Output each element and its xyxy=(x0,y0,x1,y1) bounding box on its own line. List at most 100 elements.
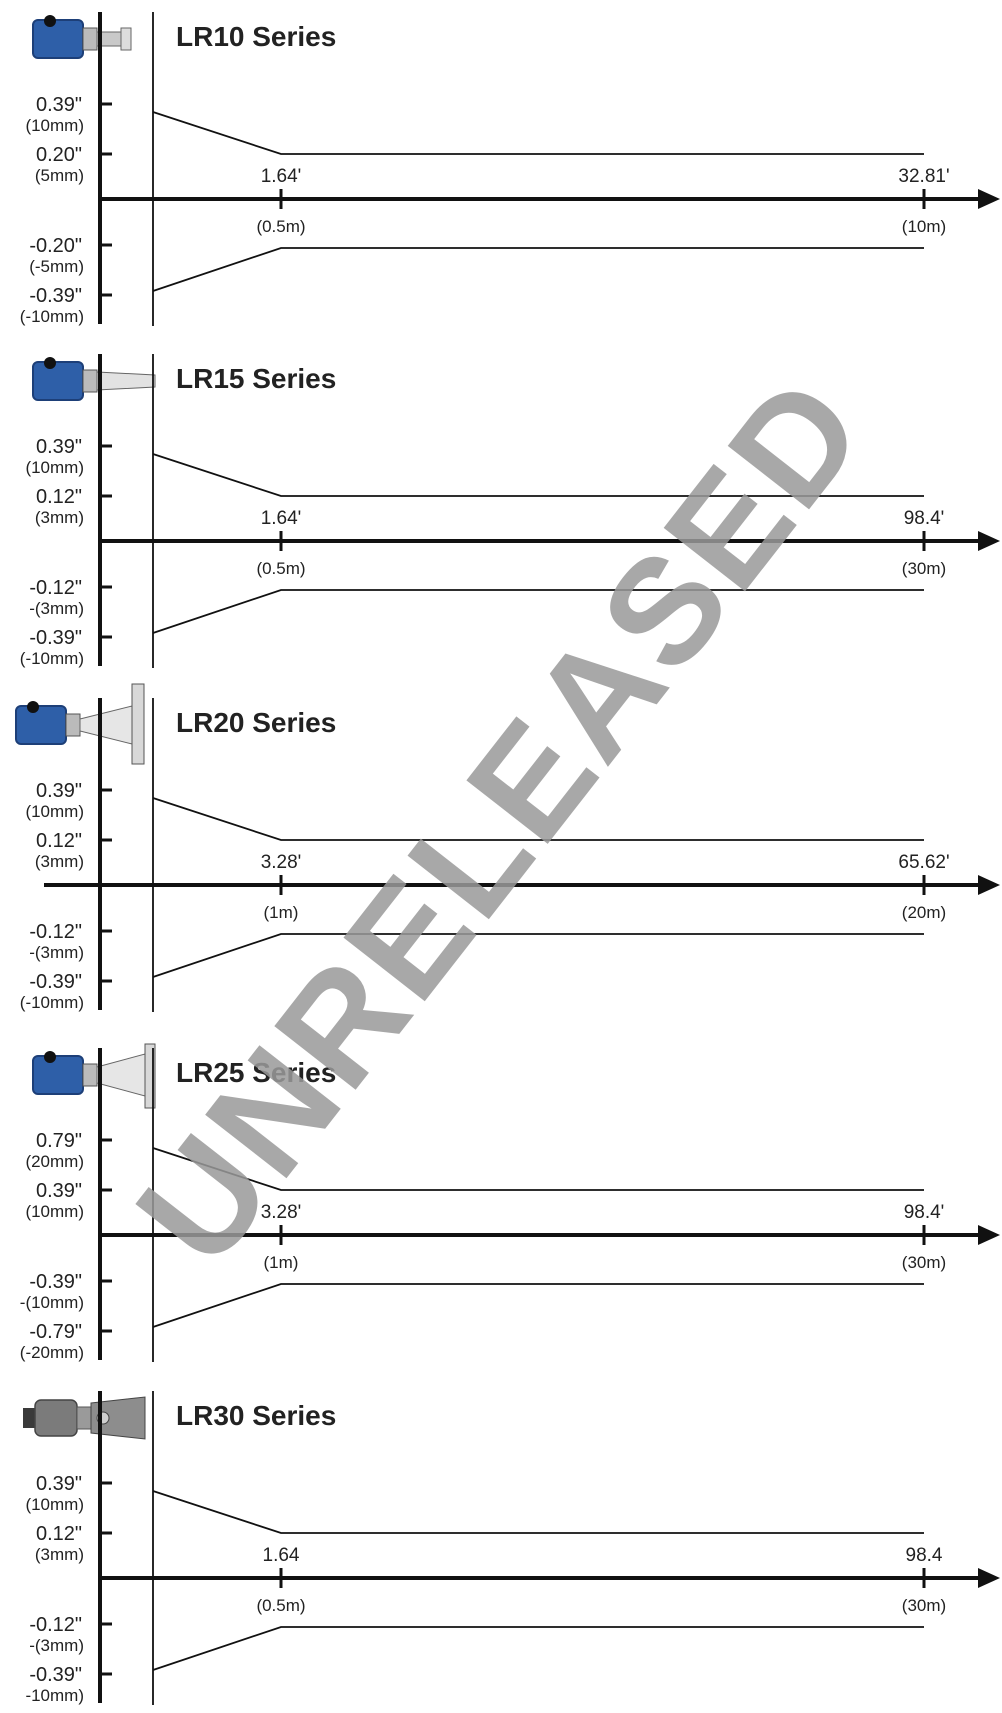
panel-3: LR20 Series0.39"(10mm)0.12"(3mm)-0.12"-(… xyxy=(15,683,1000,1012)
x-tick-meters: (0.5m) xyxy=(256,217,305,236)
accuracy-upper-line xyxy=(152,111,924,155)
y-label-value: -0.39" xyxy=(29,627,82,649)
y-label-mm: (-10mm) xyxy=(20,649,84,668)
y-label-value: 0.39" xyxy=(36,1473,82,1495)
accuracy-lower-line xyxy=(152,1283,924,1328)
sensor-flange xyxy=(131,683,145,765)
panel-2: LR15 Series0.39"(10mm)0.12"(3mm)-0.12"-(… xyxy=(20,354,1000,668)
sensor-body xyxy=(32,19,84,59)
y-label-mm: (10mm) xyxy=(25,802,84,821)
x-tick-meters: (30m) xyxy=(902,1596,946,1615)
y-label-mm: (-10mm) xyxy=(20,307,84,326)
accuracy-lower-line xyxy=(152,933,924,978)
x-axis-arrow xyxy=(978,1568,1000,1588)
y-label-value: 0.12" xyxy=(36,830,82,852)
panel-title: LR10 Series xyxy=(176,21,336,52)
y-label-value: 0.20" xyxy=(36,144,82,166)
sensor-body xyxy=(32,1055,84,1095)
sensor-cap xyxy=(44,1051,56,1063)
y-label-value: 0.39" xyxy=(36,1180,82,1202)
sensor-tip xyxy=(120,27,132,51)
y-label-mm: (5mm) xyxy=(35,166,84,185)
y-label-value: 0.12" xyxy=(36,486,82,508)
x-axis-arrow xyxy=(978,531,1000,551)
y-label-value: 0.12" xyxy=(36,1523,82,1545)
sensor-cap xyxy=(44,15,56,27)
sensor-nut xyxy=(82,369,98,393)
sensor-cap xyxy=(27,701,39,713)
x-tick-feet: 98.4 xyxy=(906,1545,943,1566)
x-tick-feet: 3.28' xyxy=(261,1202,302,1223)
accuracy-lower-line xyxy=(152,589,924,634)
x-tick-feet: 65.62' xyxy=(898,852,949,873)
panel-title: LR15 Series xyxy=(176,363,336,394)
y-label-mm: (10mm) xyxy=(25,1495,84,1514)
blue-small-horn-sensor-icon xyxy=(32,357,156,401)
sensor-body xyxy=(34,1399,78,1437)
accuracy-upper-line xyxy=(152,1490,924,1534)
y-label-mm: (10mm) xyxy=(25,1202,84,1221)
sensor-connector xyxy=(23,1408,35,1428)
sensor-body xyxy=(32,361,84,401)
y-label-mm: -(3mm) xyxy=(29,943,84,962)
y-label-mm: -(3mm) xyxy=(29,1636,84,1655)
y-label-value: -0.12" xyxy=(29,1614,82,1636)
sensor-horn xyxy=(96,1053,146,1097)
accuracy-upper-line xyxy=(152,797,924,841)
panel-title: LR30 Series xyxy=(176,1400,336,1431)
sensor-nut xyxy=(82,27,98,51)
panel-title: LR25 Series xyxy=(176,1057,336,1088)
x-axis-arrow xyxy=(978,1225,1000,1245)
panel-5: LR30 Series0.39"(10mm)0.12"(3mm)-0.12"-(… xyxy=(23,1391,1000,1705)
x-tick-meters: (1m) xyxy=(264,1253,299,1272)
y-label-mm: -(3mm) xyxy=(29,599,84,618)
x-axis-arrow xyxy=(978,189,1000,209)
x-tick-feet: 1.64' xyxy=(261,508,302,529)
x-tick-feet: 32.81' xyxy=(898,166,949,187)
x-axis-arrow xyxy=(978,875,1000,895)
x-tick-feet: 3.28' xyxy=(261,852,302,873)
x-tick-meters: (20m) xyxy=(902,903,946,922)
sensor-neck xyxy=(76,1406,92,1430)
y-label-value: 0.79" xyxy=(36,1130,82,1152)
sensor-cap xyxy=(44,357,56,369)
y-label-mm: (10mm) xyxy=(25,458,84,477)
sensor-nut xyxy=(65,713,81,737)
x-tick-feet: 1.64' xyxy=(261,166,302,187)
accuracy-lower-line xyxy=(152,247,924,292)
blue-threaded-sensor-icon xyxy=(32,15,132,59)
accuracy-upper-line xyxy=(152,453,924,497)
y-label-value: -0.39" xyxy=(29,971,82,993)
y-label-value: -0.39" xyxy=(29,285,82,307)
x-tick-feet: 98.4' xyxy=(904,1202,945,1223)
y-label-mm: (3mm) xyxy=(35,852,84,871)
x-tick-meters: (0.5m) xyxy=(256,1596,305,1615)
accuracy-upper-line xyxy=(152,1147,924,1191)
accuracy-lower-line xyxy=(152,1626,924,1671)
x-tick-meters: (1m) xyxy=(264,903,299,922)
sensor-flange xyxy=(144,1043,156,1109)
sensor-horn xyxy=(96,371,156,391)
x-tick-feet: 1.64 xyxy=(263,1545,300,1566)
y-label-value: -0.12" xyxy=(29,921,82,943)
y-label-value: -0.39" xyxy=(29,1271,82,1293)
gray-sensor-icon xyxy=(23,1396,146,1440)
x-tick-meters: (30m) xyxy=(902,1253,946,1272)
y-label-mm: -(10mm) xyxy=(20,1293,84,1312)
panel-1: LR10 Series0.39"(10mm)0.20"(5mm)-0.20"(-… xyxy=(20,12,1000,326)
x-tick-meters: (30m) xyxy=(902,559,946,578)
panel-4: LR25 Series0.79"(20mm)0.39"(10mm)-0.39"-… xyxy=(20,1043,1000,1362)
y-label-value: 0.39" xyxy=(36,94,82,116)
y-label-mm: (-20mm) xyxy=(20,1343,84,1362)
sensor-horn xyxy=(79,705,133,745)
y-label-value: -0.12" xyxy=(29,577,82,599)
y-label-value: -0.79" xyxy=(29,1321,82,1343)
x-tick-meters: (0.5m) xyxy=(256,559,305,578)
blue-horn-flange-sensor-icon xyxy=(32,1043,156,1109)
sensor-horn xyxy=(90,1396,146,1440)
y-label-value: -0.20" xyxy=(29,235,82,257)
y-label-mm: (-10mm) xyxy=(20,993,84,1012)
panel-title: LR20 Series xyxy=(176,707,336,738)
